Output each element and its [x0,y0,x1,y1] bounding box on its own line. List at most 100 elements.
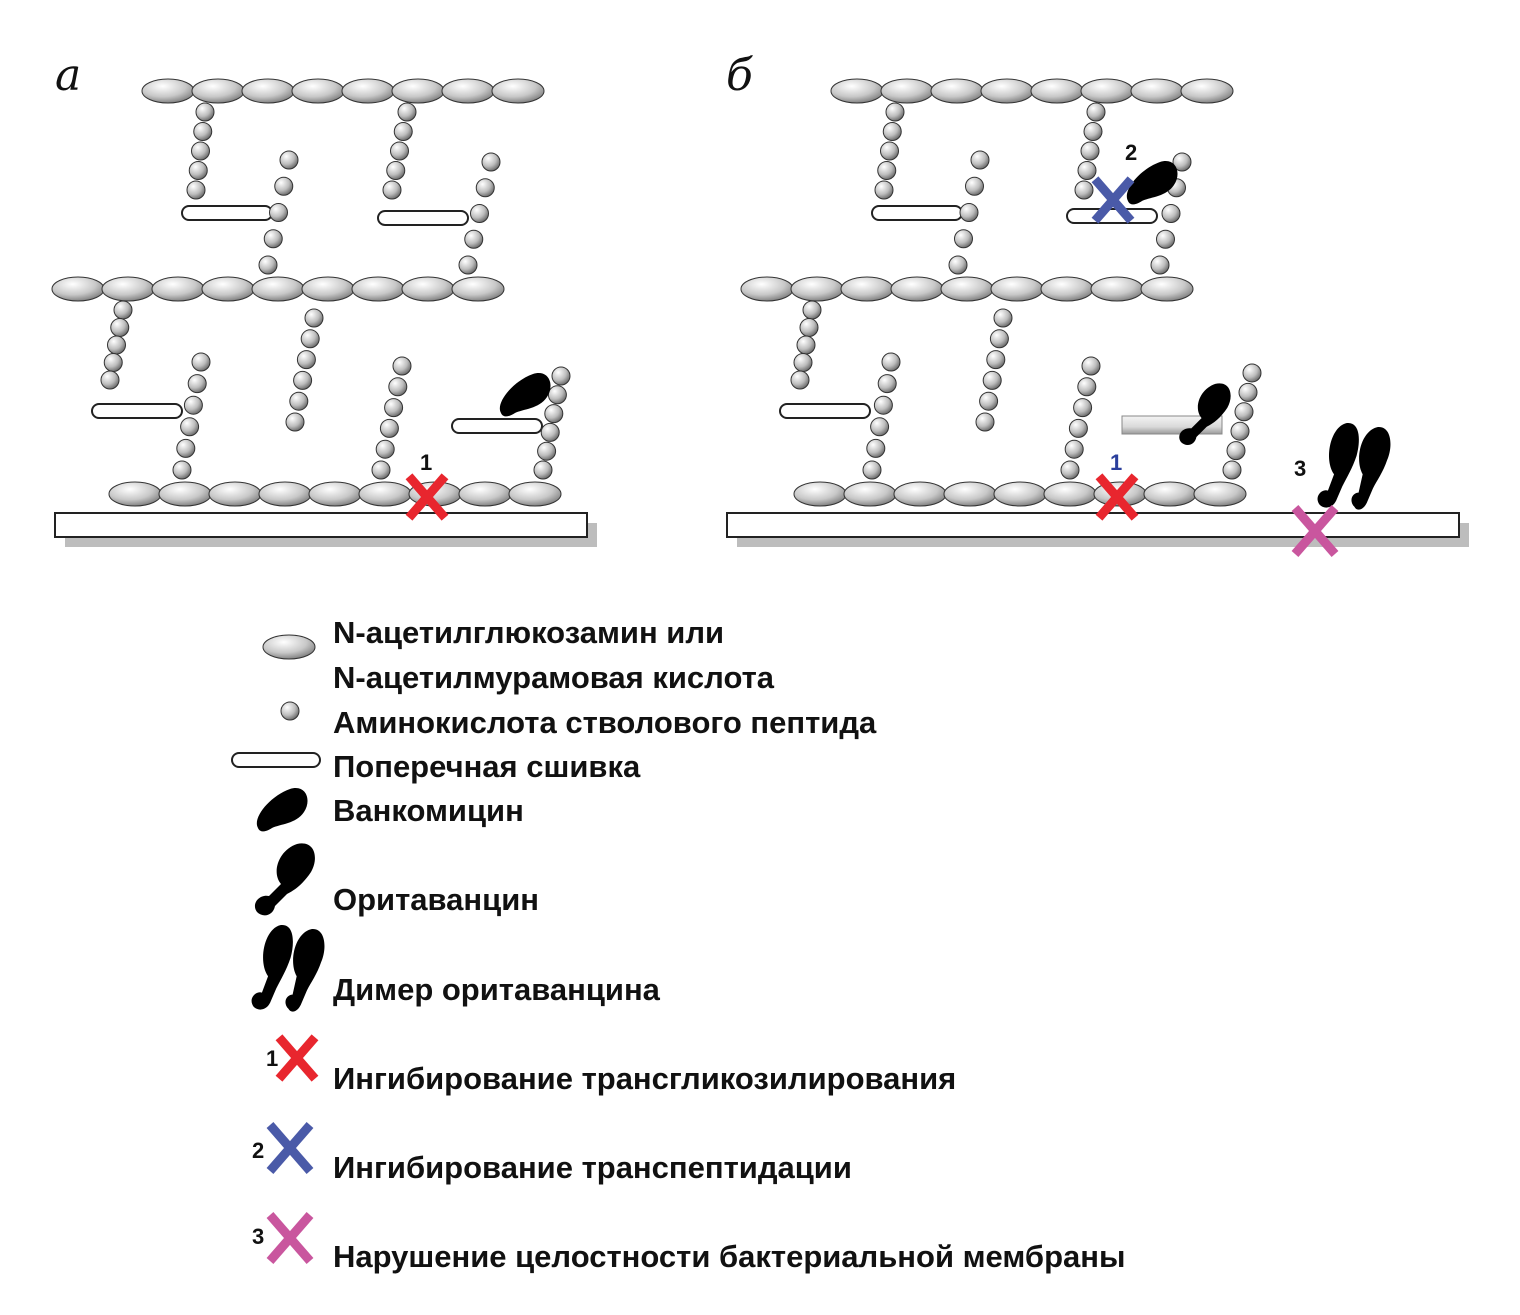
amino-acid-bead [544,404,564,424]
amino-acid-bead [393,122,413,141]
amino-acid-bead [1226,441,1246,461]
sugar-unit [401,276,455,302]
amino-acid-bead [475,178,495,198]
amino-acid-bead [285,412,305,432]
sugar-unit [251,276,305,302]
amino-acid-bead [979,391,999,411]
cell-membrane [726,512,1460,538]
legend-x3-number: 3 [252,1224,264,1249]
amino-acid-bead [280,701,300,721]
legend-vancomycin-label: Ванкомицин [333,793,524,828]
amino-acid-bead [304,308,324,328]
amino-acid-bead [100,370,120,390]
amino-acid-bead [877,161,897,180]
sugar-unit [893,481,947,507]
amino-acid-bead [551,366,571,386]
amino-acid-bead [796,335,816,355]
amino-acid-bead [279,150,299,170]
amino-acid-bead [882,122,902,141]
sugar-unit [308,481,362,507]
sugar-unit [1130,78,1184,104]
sugar-unit [101,276,155,302]
transpeptidation-inhibition-x [1091,176,1135,224]
sugar-unit [341,78,395,104]
amino-acid-bead [188,161,208,180]
amino-acid-bead [959,203,979,222]
sugar-unit [451,276,505,302]
x-stroke [1095,473,1139,521]
legend-membrane-label: Нарушение целостности бактериальной мемб… [333,1239,1125,1274]
sugar-unit [1140,276,1194,302]
sugar-unit [793,481,847,507]
oritavancin-dimer-molecule [1317,422,1391,510]
x-stroke [266,1122,314,1174]
amino-acid-bead [954,229,973,249]
legend-dimer-label: Димер оритаванцина [333,972,661,1007]
sugar-unit [201,276,255,302]
transglycosylation-inhibition-x [405,473,449,521]
amino-acid-bead [1068,418,1088,438]
legend-sugar-label-line1: N-ацетилглюкозамин или [333,615,724,650]
amino-acid-bead [885,102,905,122]
crosslink [779,403,871,419]
amino-acid-bead [1086,102,1106,122]
crosslink [181,205,273,221]
amino-acid-bead [193,122,213,141]
sugar-unit [391,78,445,104]
amino-acid-bead [384,398,404,418]
panel-a-label: а [55,50,81,101]
amino-acid-bead [187,374,207,394]
amino-acid-bead [1083,122,1103,141]
x-stroke [266,1212,314,1264]
legend-oritavancin-icon [254,843,315,916]
sugar-unit [1080,78,1134,104]
vancomycin-molecule [1126,161,1178,205]
amino-acid-bead [1064,439,1084,459]
amino-acid-bead [113,300,133,320]
sugar-unit [790,276,844,302]
amino-acid-bead [1150,255,1170,275]
amino-acid-bead [802,300,822,320]
amino-acid-bead [293,370,313,390]
legend-sugar-label-line2: N-ацетилмурамовая кислота [333,660,775,695]
amino-acid-bead [386,161,406,180]
sugar-unit [262,634,316,660]
amino-acid-bead [866,438,886,458]
sugar-unit [151,276,205,302]
amino-acid-bead [191,352,211,372]
amino-acid-bead [269,203,288,222]
legend-transglycosylation-label: Ингибирование трансгликозилирования [333,1061,956,1096]
sugar-unit [980,78,1034,104]
amino-acid-bead [186,180,206,200]
amino-acid-bead [1230,421,1250,441]
transglycosylation-inhibition-x [1095,473,1139,521]
cell-membrane [54,512,588,538]
legend-x1-icon [275,1034,319,1082]
amino-acid-bead [965,176,984,196]
sugar-unit [1040,276,1094,302]
sugar-unit [890,276,944,302]
amino-acid-bead [263,229,283,249]
crosslink [1066,208,1158,224]
amino-acid-bead [103,353,123,372]
sugar-unit [258,481,312,507]
amino-acid-bead [533,460,553,480]
amino-acid-bead [390,141,409,161]
amino-acid-bead [873,395,893,415]
amino-acid-bead [183,395,203,415]
legend: 123 [231,634,325,1264]
amino-acid-bead [258,255,278,275]
amino-acid-bead [1161,204,1181,223]
amino-acid-bead [790,370,810,390]
amino-acid-bead [1222,460,1242,480]
amino-acid-bead [793,353,813,372]
amino-acid-bead [799,318,819,337]
amino-acid-bead [982,370,1002,390]
amino-acid-bead [388,377,408,397]
amino-acid-bead [1077,161,1097,180]
marker-number: 1 [420,450,432,475]
amino-acid-bead [289,391,309,411]
amino-acid-bead [464,229,484,249]
